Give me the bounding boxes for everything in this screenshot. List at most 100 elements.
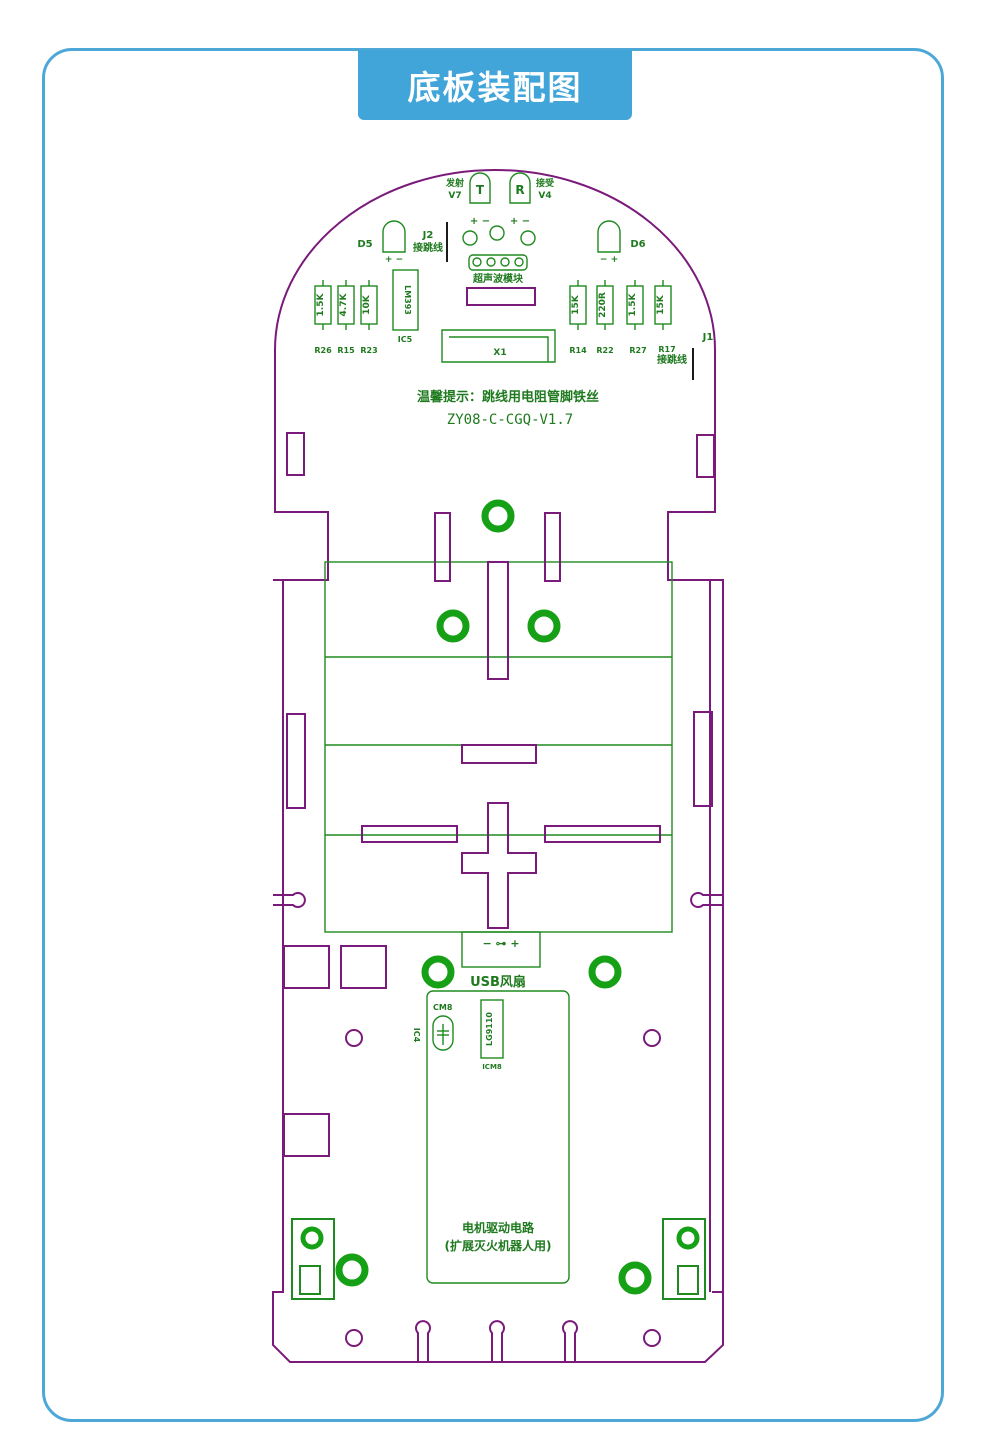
svg-text:4.7K: 4.7K — [339, 293, 349, 317]
usb-fan-label: USB风扇 — [470, 974, 526, 990]
receiver-id: V4 — [538, 191, 551, 201]
version-text: ZY08-C-CGQ-V1.7 — [447, 412, 573, 428]
notch-bottom-1 — [415, 1320, 431, 1362]
svg-text:R23: R23 — [360, 346, 377, 355]
icm-label: ICM8 — [482, 1063, 502, 1071]
cap-cm8 — [432, 1015, 454, 1051]
ic5-lm393 — [392, 269, 419, 331]
terminal-left-hole — [300, 1226, 324, 1250]
svg-text:10K: 10K — [362, 294, 372, 315]
mount-hole — [345, 1329, 363, 1347]
d5-label: D5 — [357, 239, 372, 250]
cross-slot — [461, 802, 537, 929]
receiver-letter: R — [515, 183, 524, 197]
sensor-pad — [520, 230, 536, 246]
sensor-pad — [462, 230, 478, 246]
svg-text:1.5K: 1.5K — [628, 293, 638, 317]
slot-bar-right — [544, 825, 661, 843]
ic5-label: IC5 — [398, 335, 413, 344]
ic-lg9110-label: LG9110 — [485, 1012, 494, 1046]
terminal-left-pad — [299, 1265, 321, 1295]
square-cutout — [283, 945, 330, 989]
resistor-r27: 1.5K R27 — [626, 280, 647, 355]
battery-holder — [324, 561, 673, 933]
tip-text: 温馨提示：跳线用电阻管脚铁丝 — [417, 389, 599, 405]
d6-polarity: − + — [600, 255, 618, 265]
square-cutout — [283, 1113, 330, 1157]
svg-text:15K: 15K — [656, 294, 666, 315]
battery-tab — [544, 512, 561, 582]
ultrasonic-slot — [466, 287, 536, 306]
svg-text:R14: R14 — [569, 346, 587, 355]
notch-bottom-2 — [489, 1320, 505, 1362]
j1-label: J1 — [702, 332, 714, 343]
motor-label-2: (扩展灭火机器人用) — [445, 1238, 552, 1253]
terminal-right — [662, 1218, 706, 1300]
svg-text:R26: R26 — [314, 346, 332, 355]
header-pin — [486, 257, 496, 267]
slot-right-mid — [693, 711, 713, 807]
svg-text:15K: 15K — [571, 294, 581, 315]
svg-text:R27: R27 — [629, 346, 646, 355]
slot-right-upper — [696, 434, 715, 478]
notch-bottom-3 — [562, 1320, 578, 1362]
emitter-label: 发射 — [445, 177, 464, 189]
j2-label: J2 — [422, 230, 434, 241]
cm8-label: CM8 — [433, 1003, 453, 1012]
j1-cn: 接跳线 — [657, 353, 687, 366]
header-pin — [472, 257, 482, 267]
j2-cn: 接跳线 — [413, 241, 443, 254]
mount-hole-green — [421, 955, 455, 989]
slot-bar-left — [361, 825, 458, 843]
connector-x1 — [441, 329, 556, 363]
mount-hole-green — [436, 609, 470, 643]
terminal-right-hole — [676, 1226, 700, 1250]
lm393-label: LM393 — [403, 285, 412, 315]
d5-polarity: + − — [385, 255, 403, 265]
receiver-label: 接受 — [536, 177, 554, 189]
slot-left-upper — [286, 432, 305, 476]
emitter-id: V7 — [448, 191, 461, 201]
slot-left-mid — [286, 713, 306, 809]
d6-label: D6 — [630, 239, 645, 250]
ultrasonic-header — [468, 254, 528, 271]
page-frame — [42, 48, 944, 1422]
resistor-r22: 220R R22 — [596, 280, 614, 355]
usb-pins-label: − ⊶ + — [482, 937, 519, 950]
mount-hole — [345, 1029, 363, 1047]
battery-tab — [434, 512, 451, 582]
usb-fan-connector — [461, 931, 541, 968]
svg-text:1.5K: 1.5K — [316, 293, 326, 317]
header-pin — [514, 257, 524, 267]
receiver-polarity: + − — [510, 216, 530, 227]
svg-text:220R: 220R — [598, 292, 608, 318]
ic4-label: IC4 — [412, 1028, 421, 1043]
board-outline — [272, 169, 724, 1363]
svg-text:R22: R22 — [596, 346, 613, 355]
ultrasonic-label: 超声波模块 — [472, 272, 524, 285]
svg-text:R15: R15 — [337, 346, 355, 355]
mount-hole-green — [618, 1261, 652, 1295]
notch-left — [273, 892, 306, 908]
resistor-r17: 15K R17 — [654, 280, 676, 354]
mount-hole-green — [527, 609, 561, 643]
resistor-r14: 15K R14 — [569, 280, 587, 355]
receiver-outline — [509, 172, 531, 204]
terminal-left — [291, 1218, 335, 1300]
center-slot-top — [487, 561, 509, 680]
ic-lg9110 — [480, 999, 504, 1059]
mount-hole-green — [335, 1253, 369, 1287]
mount-hole — [643, 1329, 661, 1347]
center-slot-mid — [461, 744, 537, 764]
resistor-r15: 4.7K R15 — [337, 280, 355, 355]
mount-hole-green — [588, 955, 622, 989]
emitter-outline — [469, 172, 491, 204]
mount-hole-green — [481, 499, 515, 533]
resistor-r26: 1.5K R26 — [314, 280, 332, 355]
led-d6 — [597, 220, 621, 253]
header-pin — [500, 257, 510, 267]
led-d5 — [382, 220, 406, 253]
resistor-r23: 10K R23 — [360, 280, 378, 355]
square-cutout — [340, 945, 387, 989]
